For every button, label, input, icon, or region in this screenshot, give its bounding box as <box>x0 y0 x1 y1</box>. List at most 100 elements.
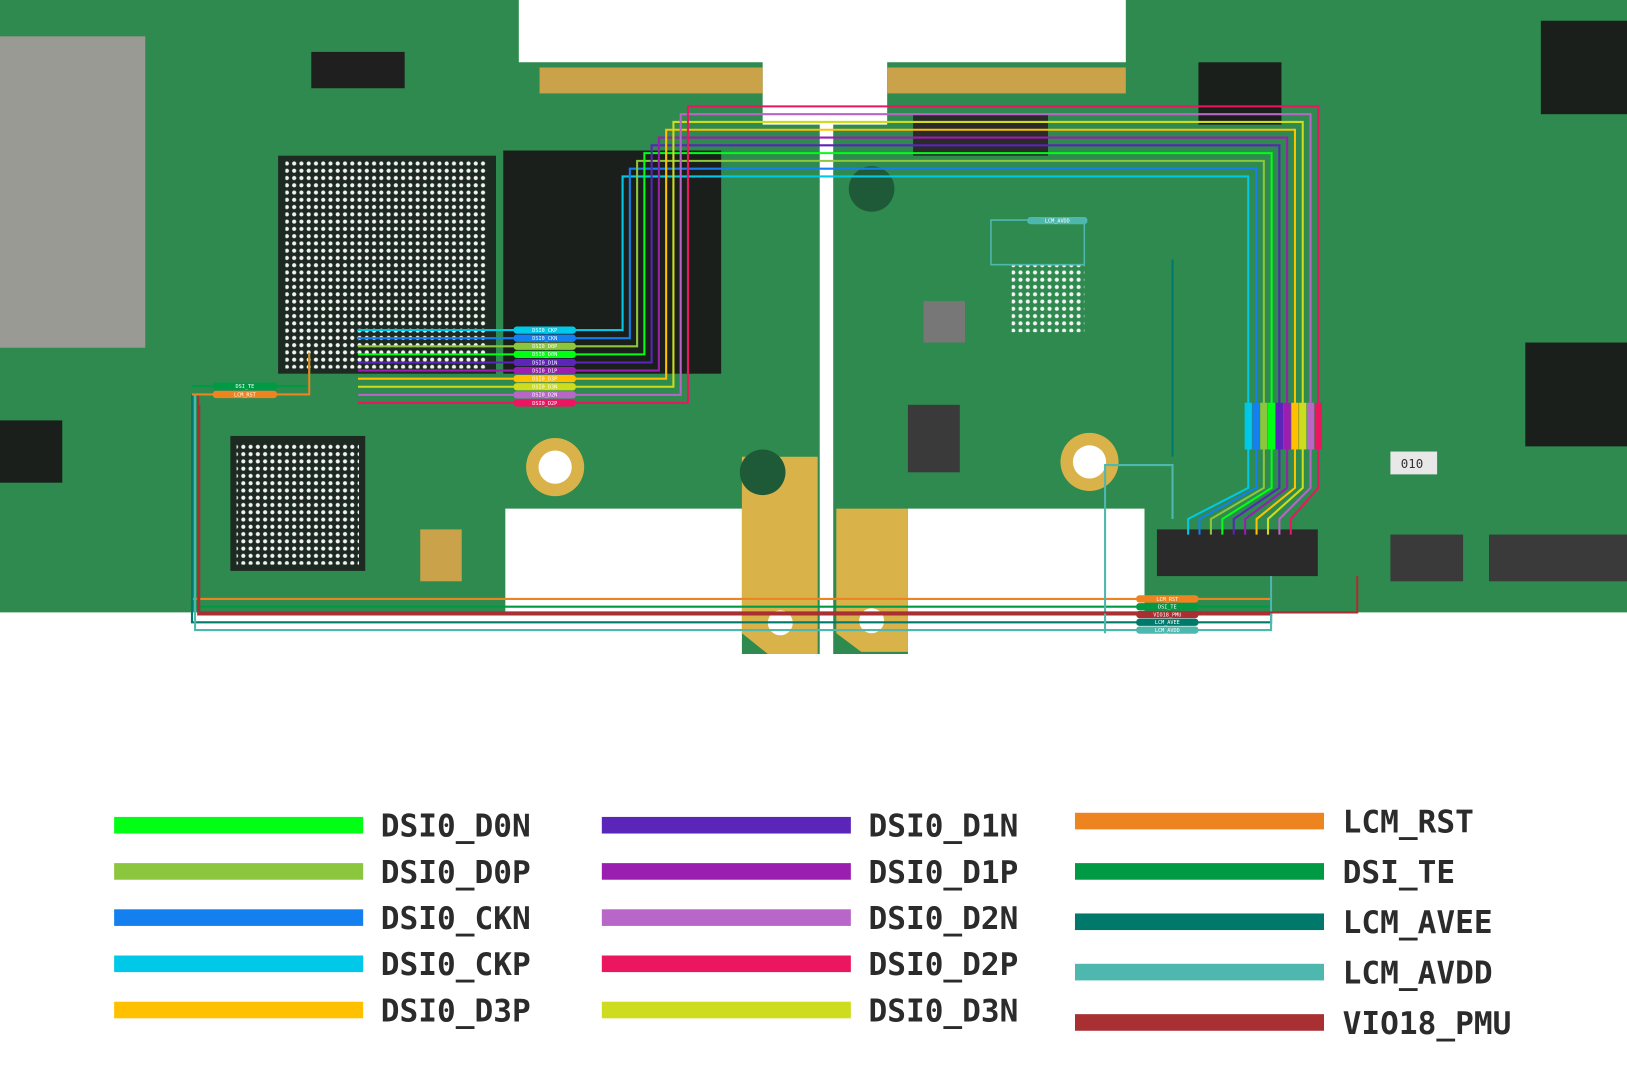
dsi-trace <box>357 167 1258 535</box>
net-tag <box>513 358 576 367</box>
legend-swatch <box>114 863 364 880</box>
net-tag <box>1267 402 1276 450</box>
net-tag-label: DSI0_D0N <box>532 352 557 358</box>
legend-label: DSI0_D3P <box>381 993 531 1029</box>
ic <box>1525 342 1627 447</box>
power-trace <box>194 394 1273 632</box>
legend-item: LCM_AVEE <box>1074 905 1493 941</box>
legend-swatch <box>1074 812 1325 830</box>
mount-hole <box>739 449 786 496</box>
net-tag-label: DSI_TE <box>1158 605 1177 611</box>
net-tag-label: DSI0_D3N <box>532 385 557 391</box>
legend-item: DSI0_D2P <box>601 947 1018 983</box>
net-tag <box>1314 402 1322 450</box>
legend-label: DSI0_D1N <box>868 809 1018 845</box>
mount-hole <box>1072 445 1107 479</box>
legend-label: LCM_AVDD <box>1343 956 1493 992</box>
legend-item: DSI0_D1P <box>601 855 1018 891</box>
net-tag <box>1252 402 1260 450</box>
net-tag <box>513 399 576 407</box>
net-tags: DSI0_CKPDSI0_CKNDSI0_D0PDSI0_D0NDSI0_D1N… <box>212 216 1322 634</box>
net-tag <box>212 390 278 399</box>
dsi-trace <box>357 105 1320 535</box>
legend-item: LCM_RST <box>1074 804 1474 840</box>
net-tag <box>513 383 576 391</box>
vio18-trace <box>198 404 1359 614</box>
legend-item: DSI0_D0N <box>114 809 531 845</box>
legend-item: VIO18_PMU <box>1074 1006 1512 1042</box>
legend-item: DSI0_D0P <box>114 855 531 891</box>
legend-item: DSI0_D3P <box>114 993 531 1029</box>
net-tag-label: DSI0_D2N <box>532 393 557 399</box>
net-tag-label: LCM_AVDD <box>1045 219 1070 225</box>
ic <box>0 420 63 483</box>
legend-swatch <box>114 909 364 926</box>
silk-box <box>1390 451 1438 475</box>
net-tag <box>1136 595 1199 603</box>
dsi-trace <box>357 175 1250 535</box>
legend-label: DSI0_D2P <box>868 947 1018 983</box>
legend-label: DSI0_D1P <box>868 855 1018 891</box>
legend-swatch <box>114 1001 364 1019</box>
lcm-connector <box>1156 529 1318 577</box>
legend-label: DSI_TE <box>1343 855 1455 891</box>
net-tag-label: DSI0_D0P <box>532 344 557 350</box>
net-tag-label: DSI0_CKN <box>532 336 557 342</box>
gold-tab <box>741 456 818 654</box>
legend-label: VIO18_PMU <box>1343 1006 1512 1042</box>
silk-label: 010 <box>1401 456 1423 471</box>
crystal <box>420 529 462 582</box>
bga-pattern <box>285 160 488 369</box>
mount-hole <box>848 166 895 212</box>
legend-item: LCM_AVDD <box>1074 956 1493 992</box>
legend-item: DSI0_CKN <box>114 901 531 937</box>
connector <box>913 114 1049 156</box>
dsi-trace <box>357 128 1296 535</box>
net-tag <box>513 375 576 383</box>
mount-hole <box>538 450 572 484</box>
net-tag-label: LCM_AVDD <box>1155 628 1180 634</box>
legend-label: LCM_RST <box>1343 804 1474 840</box>
legend-item: DSI0_CKP <box>114 947 531 983</box>
legend-label: DSI0_D0P <box>381 855 531 891</box>
net-tag-label: DSI0_D1N <box>532 360 557 366</box>
legend-label: DSI0_D2N <box>868 901 1018 937</box>
pcb-board: 010 <box>0 0 1627 654</box>
net-tag <box>1275 402 1284 450</box>
legend-swatch <box>601 909 851 926</box>
net-tag <box>513 342 576 350</box>
legend-swatch <box>1074 1014 1325 1031</box>
dsi-trace <box>357 159 1265 535</box>
dsi-trace <box>357 113 1312 535</box>
legend-label: DSI0_D3N <box>868 993 1018 1029</box>
legend-label: LCM_AVEE <box>1343 905 1493 941</box>
connector <box>311 51 405 89</box>
legend-item: DSI0_D2N <box>601 901 1018 937</box>
bga-chip <box>1011 264 1085 333</box>
net-tag <box>1136 603 1199 611</box>
net-tag <box>513 350 576 359</box>
legend-label: DSI0_CKN <box>381 901 531 937</box>
net-tag-label: DSI0_D3P <box>532 377 557 383</box>
gold-strip <box>887 67 1126 94</box>
net-tag <box>1260 402 1268 450</box>
net-tag <box>1291 402 1299 450</box>
dsi-trace <box>357 144 1281 535</box>
connector <box>1390 534 1464 582</box>
net-tag <box>1299 402 1307 450</box>
legend-item: DSI0_D3N <box>601 993 1018 1029</box>
legend-swatch <box>114 955 364 973</box>
dsi-trace <box>357 120 1304 535</box>
legend-swatch <box>601 816 851 834</box>
ic <box>923 301 965 343</box>
net-tag <box>513 391 576 399</box>
net-tag <box>513 366 576 375</box>
dsi-trace <box>357 152 1273 535</box>
cutout <box>907 508 1145 613</box>
net-tag-label: DSI_TE <box>236 384 255 390</box>
connector <box>907 404 960 473</box>
net-tag <box>1306 402 1315 450</box>
net-tag <box>212 382 278 390</box>
legend-swatch <box>601 1001 851 1019</box>
